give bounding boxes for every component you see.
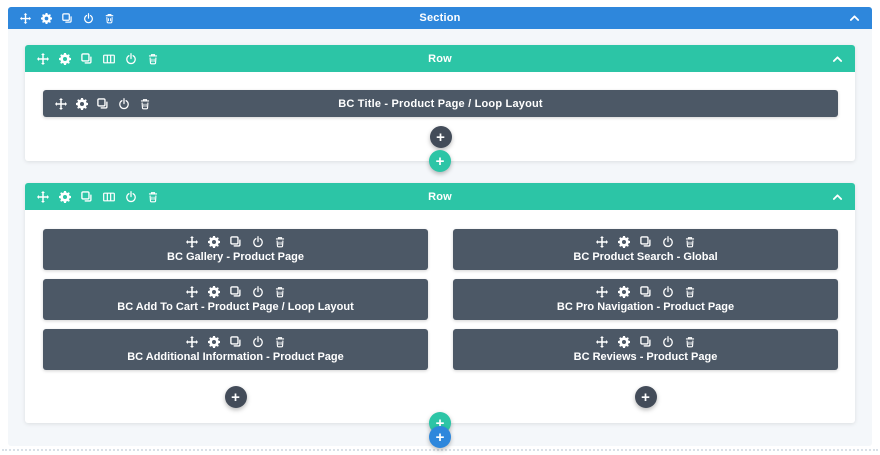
row-toolbar [37, 183, 159, 210]
trash-icon[interactable] [274, 336, 286, 348]
power-icon[interactable] [125, 53, 137, 65]
row-2-header-bar[interactable]: Row [25, 183, 855, 210]
move-icon[interactable] [596, 236, 608, 248]
module-toolbar [186, 236, 286, 248]
module-title: BC Product Search - Global [573, 251, 718, 263]
add-module-button[interactable]: + [429, 126, 452, 148]
module-title: BC Gallery - Product Page [167, 251, 304, 263]
section-title: Section [419, 12, 461, 24]
move-icon[interactable] [37, 191, 49, 203]
module-toolbar [596, 336, 696, 348]
row-2: Row BC Gallery - Product Page [25, 183, 855, 434]
module-toolbar [596, 236, 696, 248]
duplicate-icon[interactable] [81, 191, 93, 203]
gear-icon[interactable] [59, 191, 71, 203]
row-1-header-bar[interactable]: Row [25, 45, 855, 72]
section-body: Row BC Title - Product Page / Loop Layou… [8, 29, 872, 434]
power-icon[interactable] [118, 98, 130, 110]
row-1-body: BC Title - Product Page / Loop Layout + [25, 72, 855, 161]
power-icon[interactable] [252, 286, 264, 298]
move-icon[interactable] [186, 286, 198, 298]
gear-icon[interactable] [208, 286, 220, 298]
module-title: BC Title - Product Page / Loop Layout [338, 97, 543, 110]
module-bc-reviews[interactable]: BC Reviews - Product Page [453, 329, 838, 370]
move-icon[interactable] [20, 13, 31, 24]
move-icon[interactable] [186, 336, 198, 348]
module-bc-add-to-cart[interactable]: BC Add To Cart - Product Page / Loop Lay… [43, 279, 428, 320]
section-toolbar [20, 7, 115, 29]
gear-icon[interactable] [59, 53, 71, 65]
power-icon[interactable] [252, 336, 264, 348]
module-title: BC Pro Navigation - Product Page [556, 301, 735, 313]
duplicate-icon[interactable] [640, 286, 652, 298]
power-icon[interactable] [83, 13, 94, 24]
power-icon[interactable] [662, 236, 674, 248]
module-bc-pro-navigation[interactable]: BC Pro Navigation - Product Page [453, 279, 838, 320]
trash-icon[interactable] [274, 236, 286, 248]
module-title: BC Additional Information - Product Page [127, 351, 344, 363]
gear-icon[interactable] [41, 13, 52, 24]
row-toolbar [37, 45, 159, 72]
move-icon[interactable] [55, 98, 67, 110]
duplicate-icon[interactable] [640, 336, 652, 348]
add-module-button[interactable]: + [224, 386, 247, 408]
module-bc-title[interactable]: BC Title - Product Page / Loop Layout [43, 90, 838, 117]
row-2-body: BC Gallery - Product Page BC Add To Cart… [25, 210, 855, 423]
columns-icon[interactable] [103, 191, 115, 203]
module-bc-gallery[interactable]: BC Gallery - Product Page [43, 229, 428, 270]
duplicate-icon[interactable] [97, 98, 109, 110]
module-toolbar [596, 286, 696, 298]
duplicate-icon[interactable] [230, 336, 242, 348]
trash-icon[interactable] [147, 191, 159, 203]
duplicate-icon[interactable] [81, 53, 93, 65]
duplicate-icon[interactable] [230, 286, 242, 298]
chevron-up-icon[interactable] [848, 12, 861, 25]
duplicate-icon[interactable] [62, 13, 73, 24]
module-toolbar [186, 286, 286, 298]
row-1-title: Row [428, 52, 452, 65]
section: Section Row BC Title - Product P [8, 7, 872, 448]
column-1: BC Gallery - Product Page BC Add To Cart… [43, 229, 428, 408]
gear-icon[interactable] [618, 336, 630, 348]
add-section-button[interactable]: + [429, 426, 451, 448]
trash-icon[interactable] [684, 236, 696, 248]
gear-icon[interactable] [208, 236, 220, 248]
trash-icon[interactable] [104, 13, 115, 24]
trash-icon[interactable] [684, 286, 696, 298]
gear-icon[interactable] [618, 236, 630, 248]
chevron-up-icon[interactable] [831, 190, 844, 203]
row-2-title: Row [428, 190, 452, 203]
row-1: Row BC Title - Product Page / Loop Layou… [25, 45, 855, 172]
gear-icon[interactable] [208, 336, 220, 348]
chevron-up-icon[interactable] [831, 52, 844, 65]
module-bc-additional-information[interactable]: BC Additional Information - Product Page [43, 329, 428, 370]
add-row-button[interactable]: + [429, 150, 451, 172]
columns-icon[interactable] [103, 53, 115, 65]
trash-icon[interactable] [274, 286, 286, 298]
duplicate-icon[interactable] [230, 236, 242, 248]
move-icon[interactable] [596, 336, 608, 348]
power-icon[interactable] [125, 191, 137, 203]
power-icon[interactable] [252, 236, 264, 248]
move-icon[interactable] [596, 286, 608, 298]
power-icon[interactable] [662, 286, 674, 298]
trash-icon[interactable] [139, 98, 151, 110]
duplicate-icon[interactable] [640, 236, 652, 248]
gear-icon[interactable] [76, 98, 88, 110]
section-header-bar[interactable]: Section [8, 7, 872, 29]
add-module-button[interactable]: + [634, 386, 657, 408]
module-title: BC Reviews - Product Page [573, 351, 718, 363]
move-icon[interactable] [37, 53, 49, 65]
trash-icon[interactable] [684, 336, 696, 348]
column-2: BC Product Search - Global BC Pro Naviga… [453, 229, 838, 408]
module-bc-product-search[interactable]: BC Product Search - Global [453, 229, 838, 270]
move-icon[interactable] [186, 236, 198, 248]
module-toolbar [186, 336, 286, 348]
gear-icon[interactable] [618, 286, 630, 298]
module-title: BC Add To Cart - Product Page / Loop Lay… [117, 301, 354, 313]
trash-icon[interactable] [147, 53, 159, 65]
power-icon[interactable] [662, 336, 674, 348]
module-toolbar [55, 90, 151, 117]
next-section-placeholder[interactable] [2, 449, 878, 451]
